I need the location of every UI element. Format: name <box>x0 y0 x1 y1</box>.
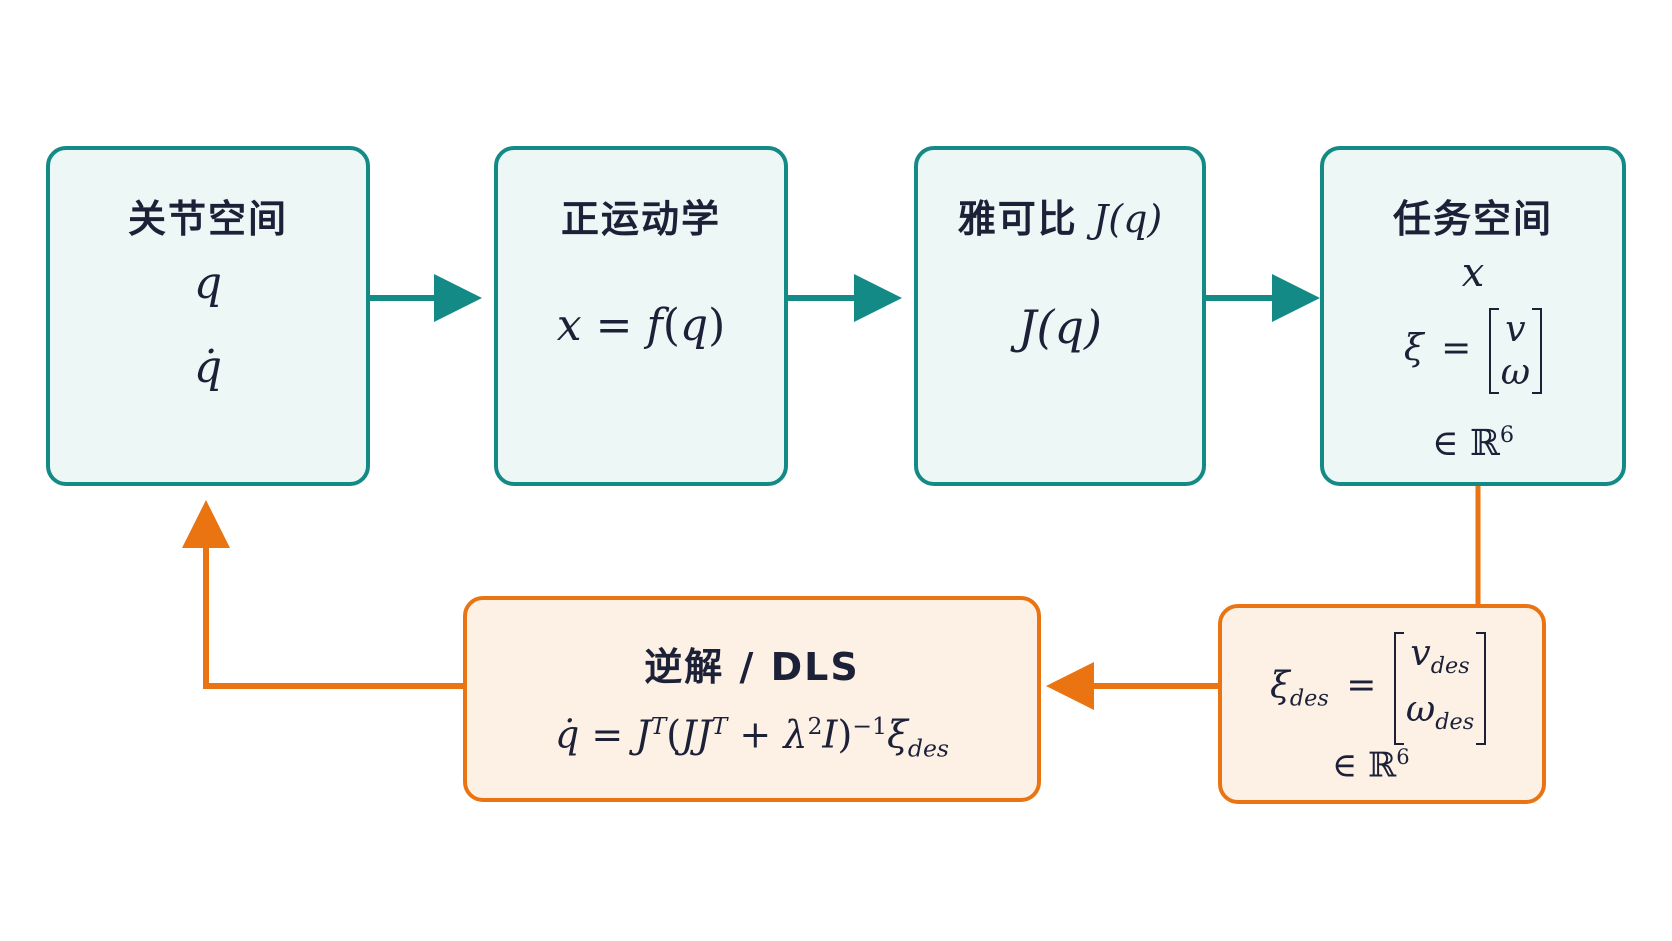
reals-symbol: ℝ <box>1469 423 1500 464</box>
twist-omega: ω <box>1500 352 1531 394</box>
joint-space-box: 关节空间 q q̇ <box>46 146 370 486</box>
dls-T2: T <box>711 712 728 740</box>
desired-twist-vector: vdes ωdes <box>1393 632 1487 745</box>
dls-JJ: JJ <box>681 712 712 757</box>
task-space-x: x <box>1461 250 1485 296</box>
task-space-title: 任务空间 <box>1392 197 1553 241</box>
jacobian-body: J(q) <box>1018 300 1102 354</box>
joint-space-title: 关节空间 <box>127 197 288 241</box>
in-symbol: ∈ <box>1431 423 1459 464</box>
forward-kinematics-title: 正运动学 <box>560 197 721 241</box>
forward-kinematics-equation: x = f(q) <box>498 300 784 351</box>
dls-inverse: −1 <box>852 712 887 740</box>
dim-6-2: 6 <box>1396 744 1410 769</box>
dls-rparen: ) <box>837 712 853 757</box>
desired-twist-dimension: ∈ ℝ6 <box>1332 744 1410 785</box>
v-des-subscript: des <box>1430 653 1470 680</box>
dls-eq: = <box>591 712 624 757</box>
dls-I: I <box>822 712 838 757</box>
arrow-dls-to-joint <box>182 500 463 689</box>
xi-des-subscript: des <box>1289 685 1329 712</box>
dim-6: 6 <box>1499 422 1515 448</box>
twist-v: v <box>1505 309 1526 350</box>
desired-twist-equation: ξdes = vdes ωdes <box>1270 632 1487 745</box>
joint-velocity-symbol: q̇ <box>193 342 223 393</box>
dls-plus: + <box>739 712 772 757</box>
fk-q: q <box>679 300 709 351</box>
joint-position-symbol: q <box>193 258 223 309</box>
task-space-twist: ξ = v ω <box>1324 308 1622 395</box>
dls-equation: q̇ = JT(JJT + λ2I)−1ξdes <box>467 712 1037 762</box>
fk-rparen: ) <box>708 300 726 351</box>
inverse-dls-box: 逆解 / DLS q̇ = JT(JJT + λ2I)−1ξdes <box>463 596 1041 802</box>
desired-twist-box: ξdes = vdes ωdes ∈ ℝ6 <box>1218 604 1546 804</box>
task-space-dimension: ∈ ℝ6 <box>1324 422 1622 464</box>
jacobian-title-math: J(q) <box>1093 197 1163 241</box>
fk-f: f <box>646 300 663 351</box>
dls-qdot: q̇ <box>554 712 580 757</box>
fk-eq: = <box>595 300 633 351</box>
reals-symbol-2: ℝ <box>1367 745 1397 786</box>
forward-kinematics-box: 正运动学 x = f(q) <box>494 146 788 486</box>
dls-xi: ξ <box>886 712 908 757</box>
task-space-box: 任务空间 x ξ = v ω ∈ ℝ6 <box>1320 146 1626 486</box>
omega-des-subscript: des <box>1435 709 1475 736</box>
in-symbol-2: ∈ <box>1332 745 1358 786</box>
dls-T: T <box>650 712 667 740</box>
twist-vector: v ω <box>1488 308 1543 395</box>
fk-x: x <box>556 300 582 351</box>
dls-squared: 2 <box>807 712 823 740</box>
omega-des: ω <box>1405 689 1436 731</box>
xi-des-symbol: ξ <box>1270 665 1290 707</box>
fk-lparen: ( <box>662 300 680 351</box>
xi-des-eq: = <box>1346 665 1377 707</box>
twist-eq: = <box>1441 328 1472 370</box>
jacobian-box: 雅可比 J(q) J(q) <box>914 146 1206 486</box>
dls-xi-des: des <box>907 734 950 763</box>
jacobian-title-text: 雅可比 <box>957 197 1078 241</box>
dls-lparen: ( <box>666 712 682 757</box>
inverse-dls-title: 逆解 / DLS <box>644 645 860 689</box>
twist-xi: ξ <box>1403 328 1424 370</box>
jacobian-title: 雅可比 J(q) <box>918 188 1202 243</box>
dls-lambda: λ <box>783 712 808 757</box>
dls-J: J <box>635 712 651 757</box>
v-des: v <box>1410 633 1431 674</box>
